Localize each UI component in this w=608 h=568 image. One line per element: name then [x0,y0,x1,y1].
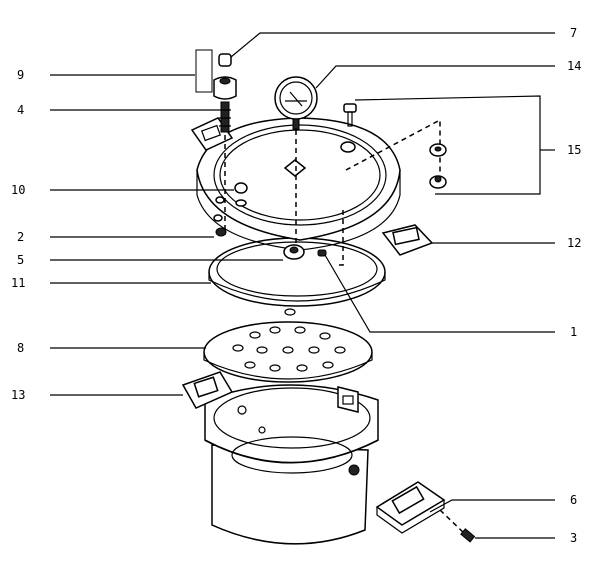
callout-9: 9 [17,68,24,82]
pin [317,249,327,257]
pot-handle-right-bracket [337,386,359,413]
pressure-regulator [213,53,237,237]
cooking-rack [203,308,373,383]
gauge-seal [283,244,305,260]
callout-13: 13 [11,388,25,402]
pot-body [204,384,379,545]
callout-8: 8 [17,341,24,355]
callout-10: 10 [11,183,25,197]
callout-3: 3 [570,531,577,545]
cooker-lid [190,117,401,251]
pot-handle-left [181,371,234,409]
callout-1: 1 [570,325,577,339]
lid-handle-right [381,224,434,256]
pressure-gauge [274,76,318,250]
valve-parts [335,103,447,266]
rack-holes [232,308,346,372]
callout-2: 2 [17,230,24,244]
detached-handle [375,481,446,534]
pot-hole [348,464,360,476]
callout-11: 11 [11,276,25,290]
handle-screw [439,509,476,543]
callout-6: 6 [570,493,577,507]
callout-12: 12 [567,236,581,250]
callout-4: 4 [17,103,24,117]
callout-labels: 7 9 14 4 15 10 2 12 5 11 1 8 13 6 3 [11,26,581,545]
callout-15: 15 [567,143,581,157]
callout-14: 14 [567,59,581,73]
callout-5: 5 [17,253,24,267]
callout-7: 7 [570,26,577,40]
leader-lines [50,32,555,539]
